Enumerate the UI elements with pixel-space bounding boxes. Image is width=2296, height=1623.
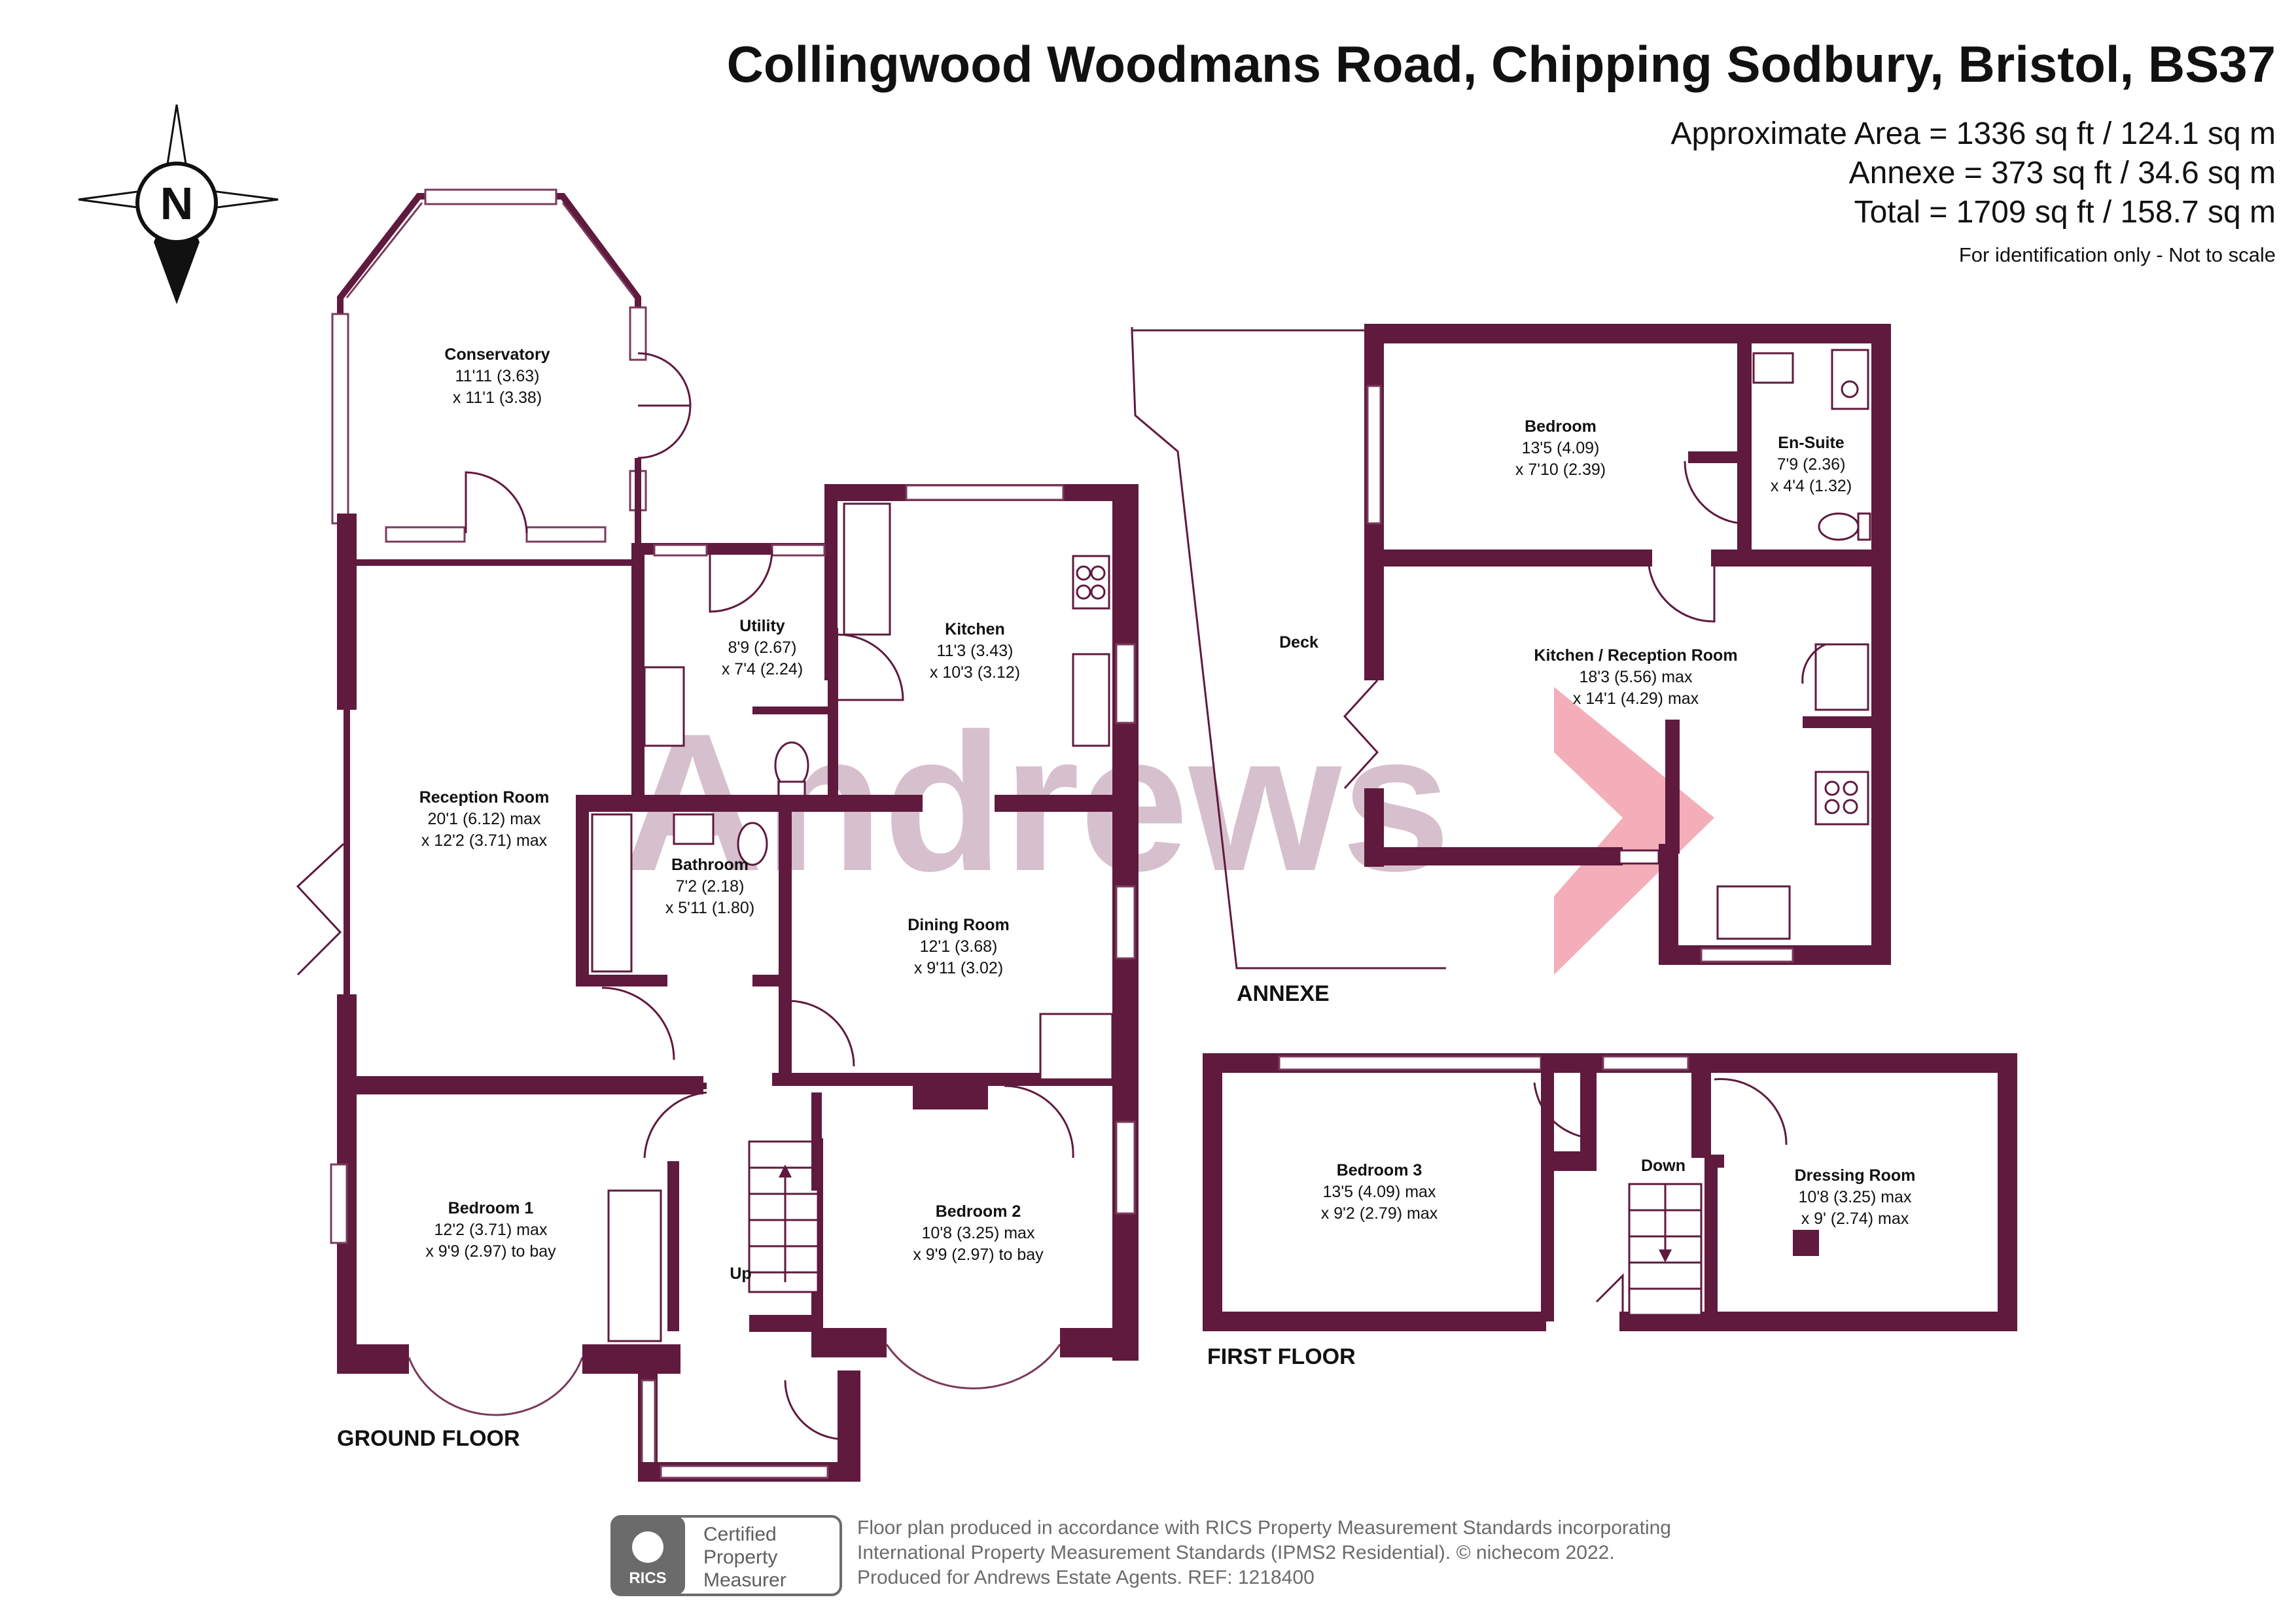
ground-floor-label: GROUND FLOOR <box>337 1426 520 1451</box>
annexe-kitchen-dim1: 18'3 (5.56) max <box>1580 668 1693 686</box>
kitchen-dim1: 11'3 (3.43) <box>937 642 1014 660</box>
bedroom1-dim2: x 9'9 (2.97) to bay <box>425 1242 556 1261</box>
ground-floor-plan: GROUND FLOOR <box>296 188 1139 1482</box>
annexe-bedroom-dim2: x 7'10 (2.39) <box>1515 461 1606 479</box>
utility-dim2: x 7'4 (2.24) <box>722 660 803 678</box>
first-floor-plan: FIRST FLOOR <box>1203 1053 2017 1369</box>
total-area: Total = 1709 sq ft / 158.7 sq m <box>1854 195 2276 230</box>
bathroom-name: Bathroom <box>671 856 749 874</box>
annexe-labels: Deck Bedroom 13'5 (4.09) x 7'10 (2.39) E… <box>1279 417 1852 708</box>
kitchen-dim2: x 10'3 (3.12) <box>930 663 1020 682</box>
header: Collingwood Woodmans Road, Chipping Sodb… <box>727 35 2276 266</box>
compass-label: N <box>160 178 194 229</box>
utility-name: Utility <box>739 617 785 635</box>
stairs-up-label: Up <box>730 1265 751 1283</box>
scale-note: For identification only - Not to scale <box>1959 243 2276 266</box>
conservatory-dim2: x 11'1 (3.38) <box>453 389 542 407</box>
footer-line2: International Property Measurement Stand… <box>857 1542 1615 1563</box>
badge-line2: Property <box>703 1546 777 1568</box>
ground-floor-labels: Conservatory 11'11 (3.63) x 11'1 (3.38) … <box>419 345 1044 1283</box>
bedroom1-name: Bedroom 1 <box>448 1199 534 1217</box>
rics-logo-icon <box>632 1531 663 1563</box>
conservatory-name: Conservatory <box>444 345 550 364</box>
dining-dim1: 12'1 (3.68) <box>920 937 998 956</box>
footer: RICS Certified Property Measurer Floor p… <box>610 1515 1671 1596</box>
bedroom2-dim2: x 9'9 (2.97) to bay <box>913 1246 1044 1264</box>
bedroom2-dim1: 10'8 (3.25) max <box>922 1224 1035 1242</box>
watermark-arrow-icon <box>1554 687 1714 975</box>
reception-dim1: 20'1 (6.12) max <box>428 810 541 828</box>
dressing-dim1: 10'8 (3.25) max <box>1799 1188 1912 1206</box>
ensuite-dim1: 7'9 (2.36) <box>1777 455 1846 474</box>
dining-name: Dining Room <box>908 916 1010 934</box>
annexe-label: ANNEXE <box>1237 981 1330 1006</box>
bathroom-dim2: x 5'11 (1.80) <box>665 899 754 917</box>
badge-line1: Certified <box>703 1524 777 1545</box>
bedroom3-dim2: x 9'2 (2.79) max <box>1321 1204 1438 1223</box>
annexe-plan: ANNEXE <box>1131 324 1891 1006</box>
ensuite-dim2: x 4'4 (1.32) <box>1771 477 1852 495</box>
annexe-kitchen-dim2: x 14'1 (4.29) max <box>1573 689 1699 708</box>
bedroom2-name: Bedroom 2 <box>936 1202 1021 1221</box>
footer-line1: Floor plan produced in accordance with R… <box>857 1517 1671 1539</box>
kitchen-name: Kitchen <box>945 620 1005 638</box>
reception-dim2: x 12'2 (3.71) max <box>421 831 548 850</box>
bedroom1-dim1: 12'2 (3.71) max <box>434 1221 548 1239</box>
approximate-area: Approximate Area = 1336 sq ft / 124.1 sq… <box>1670 116 2276 151</box>
utility-dim1: 8'9 (2.67) <box>728 638 797 657</box>
annexe-kitchen-name: Kitchen / Reception Room <box>1534 646 1737 665</box>
compass-icon: N <box>78 104 279 304</box>
stairs-down-label: Down <box>1641 1157 1686 1175</box>
badge-line3: Measurer <box>703 1569 786 1591</box>
dressing-name: Dressing Room <box>1795 1166 1916 1185</box>
rics-wordmark: RICS <box>629 1569 666 1587</box>
reception-name: Reception Room <box>419 788 550 807</box>
bathroom-dim1: 7'2 (2.18) <box>676 877 745 896</box>
first-floor-label: FIRST FLOOR <box>1207 1344 1356 1369</box>
first-floor-labels: Bedroom 3 13'5 (4.09) max x 9'2 (2.79) m… <box>1321 1157 1916 1228</box>
footer-line3: Produced for Andrews Estate Agents. REF:… <box>857 1567 1315 1588</box>
conservatory-dim1: 11'11 (3.63) <box>455 367 540 385</box>
bedroom3-name: Bedroom 3 <box>1337 1161 1422 1179</box>
deck-label: Deck <box>1279 633 1318 652</box>
annexe-area: Annexe = 373 sq ft / 34.6 sq m <box>1849 156 2276 190</box>
dressing-dim2: x 9' (2.74) max <box>1801 1210 1909 1228</box>
annexe-bedroom-dim1: 13'5 (4.09) <box>1522 439 1600 457</box>
page-title: Collingwood Woodmans Road, Chipping Sodb… <box>727 35 2276 93</box>
annexe-bedroom-name: Bedroom <box>1525 417 1597 436</box>
dining-dim2: x 9'11 (3.02) <box>914 959 1003 977</box>
ensuite-name: En-Suite <box>1778 434 1844 452</box>
bedroom3-dim1: 13'5 (4.09) max <box>1323 1183 1436 1201</box>
